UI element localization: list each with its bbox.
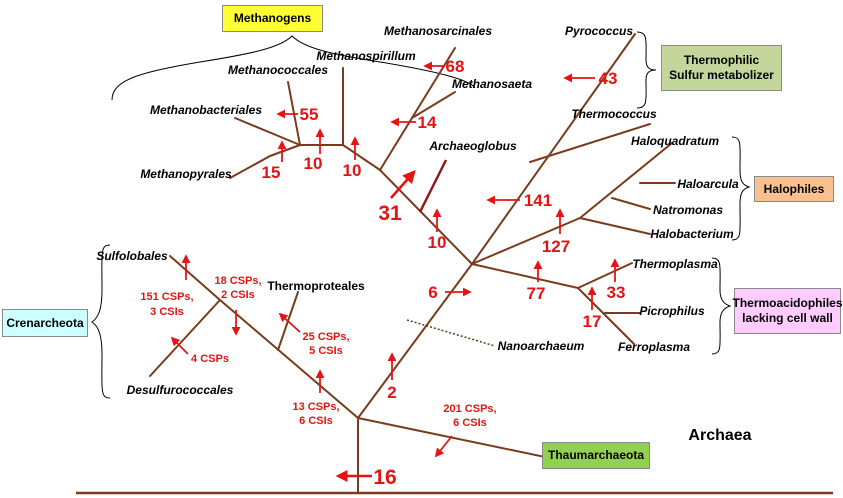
thermoplasmata-stem bbox=[471, 263, 579, 289]
thermophilic-label-1: Thermophilic bbox=[683, 53, 760, 67]
count-31: 31 bbox=[378, 202, 402, 225]
thermophilic-box: Thermophilic Sulfur metabolizer bbox=[661, 45, 782, 91]
count-68: 68 bbox=[446, 57, 465, 76]
halobacterium-branch bbox=[579, 217, 651, 235]
halophiles-label: Halophiles bbox=[763, 181, 825, 196]
label-natromonas: Natromonas bbox=[653, 203, 723, 217]
label-desulfurococcales: Desulfurococcales bbox=[127, 383, 234, 397]
arrow-31 bbox=[390, 170, 416, 199]
count-10a: 10 bbox=[304, 154, 323, 173]
sulfolobales-branch bbox=[169, 255, 221, 301]
csp-thermoproteales-line1: 25 CSPs, bbox=[302, 331, 349, 343]
branches bbox=[149, 33, 676, 494]
thaumarchaeota-label: Thaumarchaeota bbox=[547, 448, 645, 462]
domain-title: Archaea bbox=[688, 427, 751, 444]
count-6: 6 bbox=[428, 283, 437, 302]
count-14: 14 bbox=[418, 113, 437, 132]
methanogen-node-line bbox=[342, 144, 381, 171]
archaeoglobus-branch bbox=[418, 159, 448, 213]
label-nanoarchaeum: Nanoarchaeum bbox=[498, 339, 585, 353]
crenarcheota-label: Crenarcheota bbox=[6, 315, 84, 330]
methanogens-bracket bbox=[111, 35, 476, 101]
methanosarcinales-branch bbox=[379, 47, 456, 171]
label-methanospirillum: Methanospirillum bbox=[316, 49, 416, 63]
count-17: 17 bbox=[583, 312, 602, 331]
csp-crenarcheota-line1: 13 CSPs, bbox=[292, 401, 339, 413]
arrows bbox=[170, 61, 620, 482]
count-10c: 10 bbox=[428, 233, 447, 252]
desulfurococcales-branch bbox=[149, 299, 221, 377]
ferroplasma-branch bbox=[577, 287, 635, 345]
methanogen-stem bbox=[379, 169, 473, 265]
halophiles-stem bbox=[471, 217, 581, 265]
crenarcheota-bracket bbox=[91, 244, 111, 399]
label-halobacterium: Halobacterium bbox=[650, 227, 734, 241]
haloquadratum-branch bbox=[579, 142, 673, 219]
label-methanococcales: Methanococcales bbox=[228, 63, 328, 77]
label-methanosarcinales: Methanosarcinales bbox=[384, 24, 492, 38]
methanopyrales-branch bbox=[229, 155, 271, 179]
arrow-thermoproteales bbox=[278, 312, 301, 333]
label-sulfolobales: Sulfolobales bbox=[96, 249, 168, 263]
thermophilic-label-2: Sulfur metabolizer bbox=[669, 68, 774, 82]
thermococcus-branch bbox=[529, 123, 651, 163]
thermophilic-bracket bbox=[636, 31, 657, 109]
count-77: 77 bbox=[527, 284, 546, 303]
label-haloquadratum: Haloquadratum bbox=[631, 134, 719, 148]
count-141: 141 bbox=[524, 191, 552, 210]
methanobacteriales-branch bbox=[234, 117, 301, 146]
thermoplasma-branch bbox=[577, 262, 633, 289]
arrow-desulfurococcales bbox=[170, 336, 189, 355]
label-pyrococcus: Pyrococcus bbox=[565, 24, 633, 38]
nanoarchaeum-branch bbox=[406, 319, 496, 347]
label-picrophilus: Picrophilus bbox=[639, 304, 705, 318]
methanopyrales-join bbox=[269, 144, 301, 157]
count-55: 55 bbox=[300, 105, 319, 124]
csp-sulfolobales-line1: 151 CSPs, bbox=[140, 291, 193, 303]
group-brackets bbox=[91, 31, 751, 399]
csp-thermoproteales-line2: 5 CSIs bbox=[309, 345, 343, 357]
label-ferroplasma: Ferroplasma bbox=[618, 340, 690, 354]
thermoacidophiles-bracket bbox=[711, 257, 732, 355]
euryarchaeota-stem bbox=[357, 263, 473, 419]
count-15: 15 bbox=[262, 163, 281, 182]
label-methanosaeta: Methanosaeta bbox=[452, 77, 532, 91]
methanogens-box: Methanogens bbox=[222, 5, 323, 32]
csp-mid-line2: 2 CSIs bbox=[221, 289, 255, 301]
count-2: 2 bbox=[387, 383, 396, 402]
csp-desulfurococcales: 4 CSPs bbox=[191, 353, 229, 365]
thaumarchaeota-box: Thaumarchaeota bbox=[542, 442, 650, 469]
halophiles-bracket bbox=[731, 136, 751, 241]
count-127: 127 bbox=[542, 237, 570, 256]
halophiles-box: Halophiles bbox=[754, 176, 834, 202]
crenarcheota-box: Crenarcheota bbox=[2, 309, 88, 337]
csp-crenarcheota-line2: 6 CSIs bbox=[299, 415, 333, 427]
label-thermoproteales: Thermoproteales bbox=[267, 279, 365, 293]
csp-sulfolobales-line2: 3 CSIs bbox=[150, 306, 184, 318]
csp-mid-line1: 18 CSPs, bbox=[214, 275, 261, 287]
label-methanobacteriales: Methanobacteriales bbox=[150, 103, 262, 117]
count-43: 43 bbox=[599, 69, 618, 88]
methanogens-label: Methanogens bbox=[233, 11, 312, 25]
thermoacidophiles-box: Thermoacidophiles lacking cell wall bbox=[732, 288, 843, 334]
count-10b: 10 bbox=[343, 161, 362, 180]
label-archaeoglobus: Archaeoglobus bbox=[428, 139, 517, 153]
label-haloarcula: Haloarcula bbox=[677, 177, 739, 191]
methanosaeta-branch bbox=[411, 91, 456, 119]
thermococci-stem bbox=[471, 33, 636, 265]
label-thermoplasma: Thermoplasma bbox=[632, 257, 718, 271]
count-33: 33 bbox=[607, 283, 626, 302]
arrow-thaumarchaeota bbox=[434, 435, 453, 458]
natromonas-branch bbox=[611, 197, 651, 210]
thermoacidophiles-label-2: lacking cell wall bbox=[742, 311, 833, 325]
csp-thaumarchaeota-line2: 6 CSIs bbox=[453, 417, 487, 429]
crenarcheota-stem bbox=[219, 299, 359, 419]
label-thermococcus: Thermococcus bbox=[571, 107, 657, 121]
csp-thaumarchaeota-line1: 201 CSPs, bbox=[443, 403, 496, 415]
thermoacidophiles-label-1: Thermoacidophiles bbox=[732, 296, 843, 310]
count-16: 16 bbox=[373, 466, 396, 489]
label-methanopyrales: Methanopyrales bbox=[140, 167, 232, 181]
